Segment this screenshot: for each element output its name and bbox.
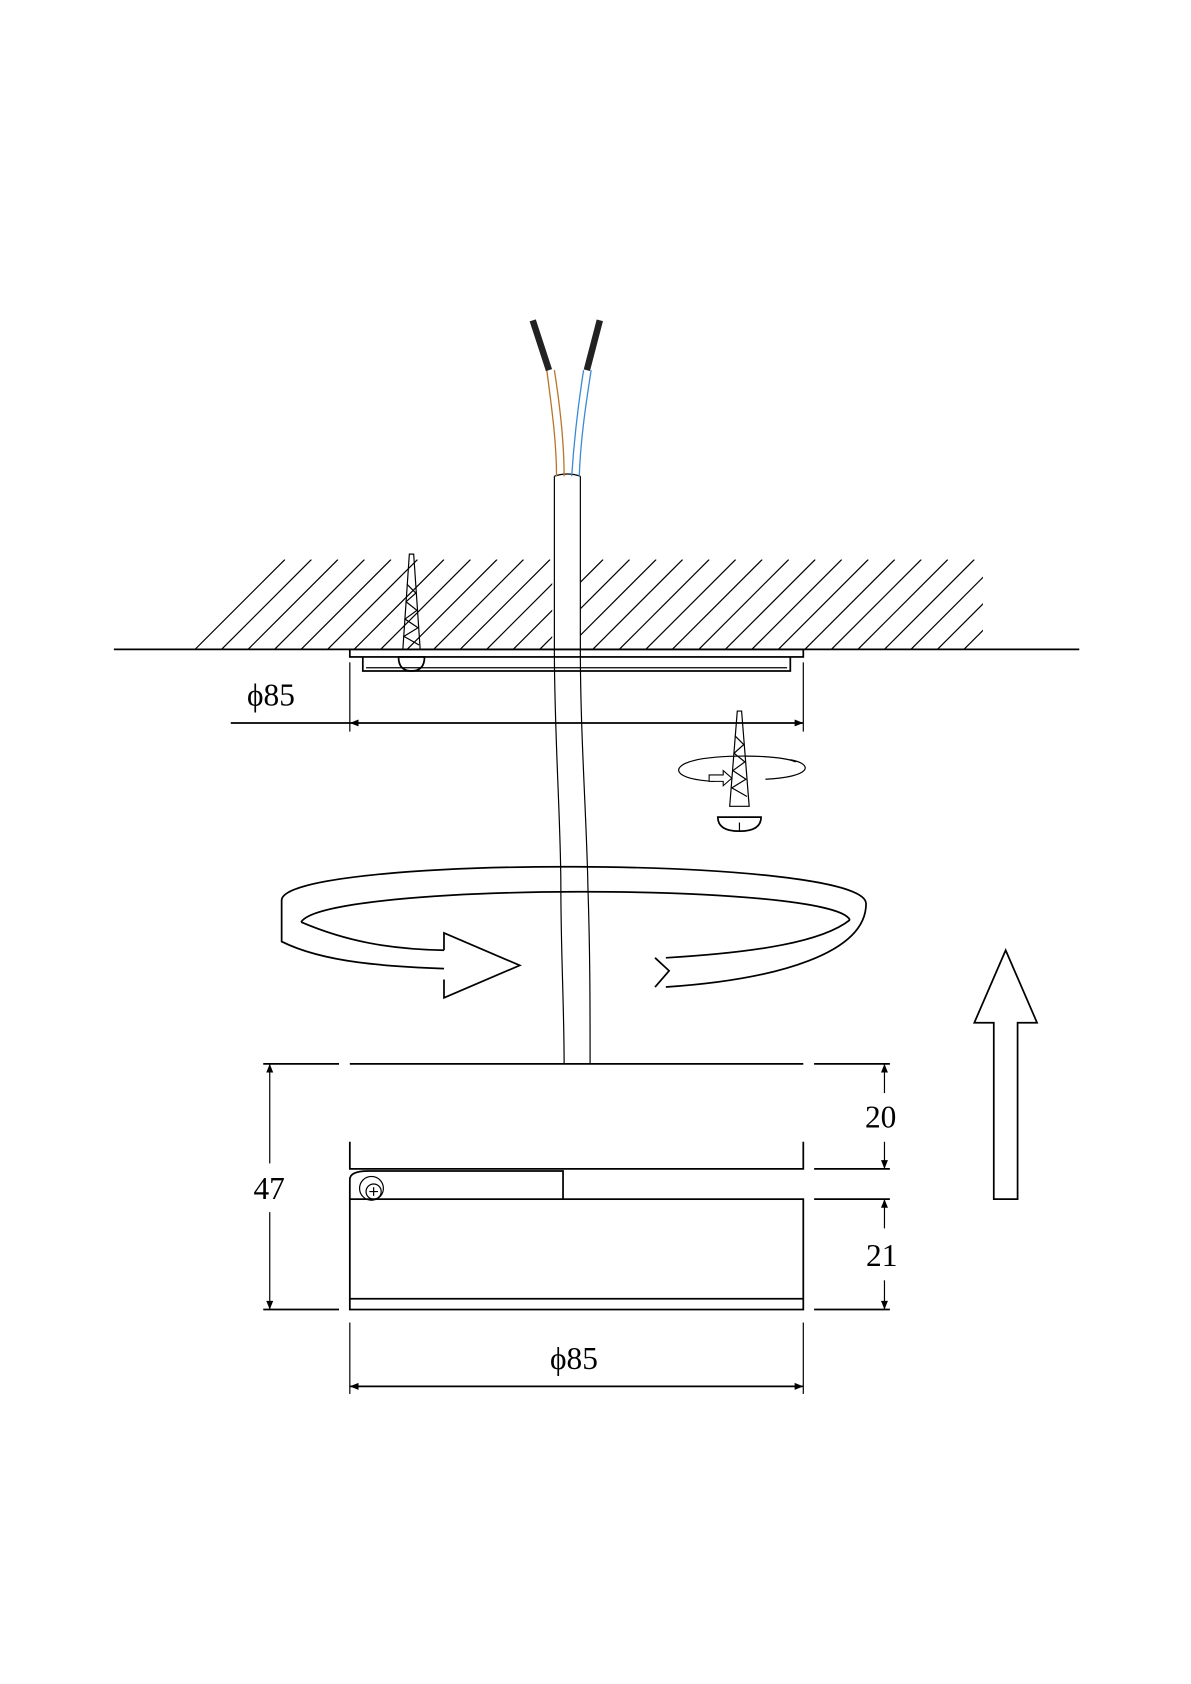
hatch-line — [991, 560, 1081, 650]
mounting-plate — [348, 648, 805, 672]
hatch-line — [618, 559, 710, 650]
up-arrow-icon — [972, 948, 1039, 1201]
hatch-line — [300, 559, 392, 650]
hatch-line — [777, 559, 869, 650]
bracket-height-label: 20 — [865, 1100, 896, 1135]
total-height-dimension: 47 — [254, 1063, 285, 1310]
bracket-height-dimension: 20 — [865, 1063, 896, 1169]
plate-diameter-label: ϕ85 — [247, 678, 295, 713]
hatch-line — [831, 559, 922, 650]
hatch-line — [565, 559, 657, 650]
hatch-line — [592, 559, 684, 650]
body-diameter-dimension: ϕ85 — [349, 1322, 804, 1394]
hatch-line — [433, 559, 524, 650]
hatch-line — [751, 559, 843, 650]
hatch-line — [698, 559, 790, 650]
hatch-line — [274, 559, 365, 650]
rotate-arrow-icon — [280, 865, 867, 1000]
hatch-line — [327, 559, 418, 650]
body-height-label: 21 — [866, 1238, 897, 1273]
blue-wire — [571, 319, 603, 477]
plate-diameter-dimension: ϕ85 — [230, 662, 804, 732]
body-height-dimension: 21 — [866, 1199, 897, 1310]
fixture-side-view — [263, 1062, 890, 1311]
hatch-line — [459, 559, 551, 650]
hatch-line — [195, 559, 286, 650]
rotating-screw-icon — [678, 710, 806, 833]
hatch-line — [645, 559, 737, 650]
ceiling-hatch — [195, 559, 1160, 650]
hatch-line — [247, 559, 339, 650]
screw-icon — [397, 553, 426, 672]
hatch-line — [963, 629, 983, 650]
hatch-line — [1017, 560, 1107, 650]
hatch-line — [1070, 560, 1160, 650]
hatch-line — [937, 603, 983, 650]
hatch-line — [353, 559, 445, 650]
hatch-line — [671, 559, 763, 650]
hatch-line — [380, 559, 471, 650]
cable-hole — [552, 557, 581, 651]
hatch-line — [724, 559, 816, 650]
brown-wire — [529, 319, 565, 477]
hatch-line — [406, 559, 498, 650]
hatch-line — [857, 559, 949, 650]
hatch-line — [1044, 560, 1134, 650]
body-diameter-label: ϕ85 — [550, 1341, 598, 1376]
hatch-line — [804, 559, 896, 650]
hatch-line — [884, 559, 975, 650]
total-height-label: 47 — [254, 1171, 285, 1206]
hatch-line — [221, 559, 312, 650]
hatch-line — [910, 576, 983, 650]
